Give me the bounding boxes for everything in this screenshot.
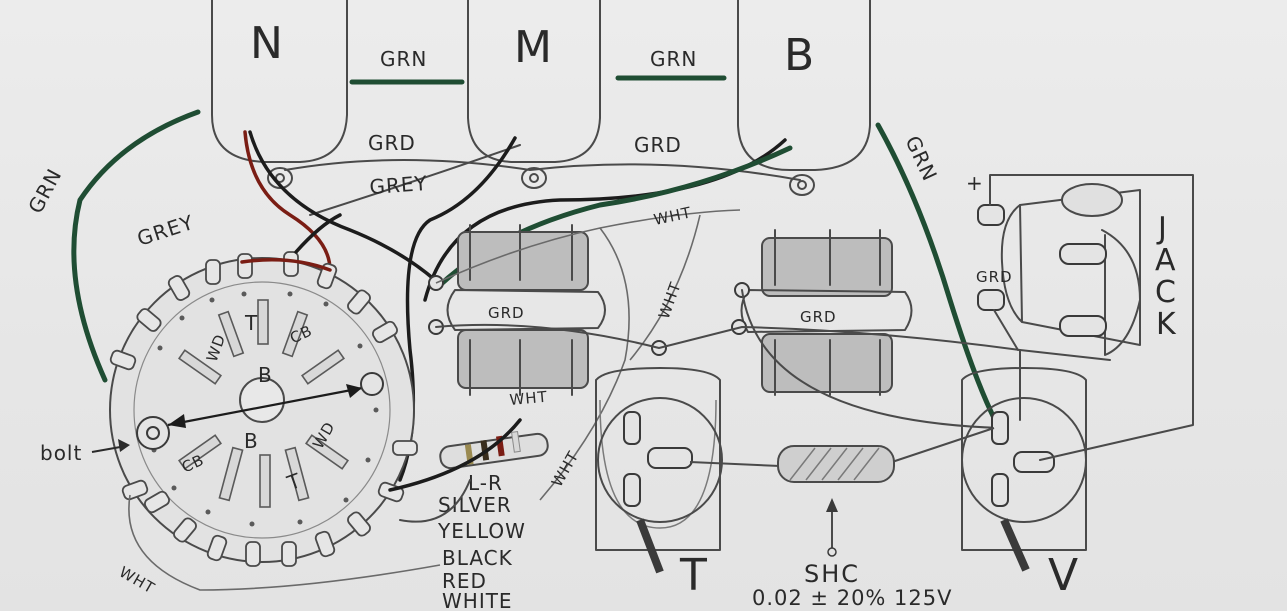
jack-plus: +	[966, 171, 984, 195]
resistor	[439, 430, 549, 470]
wht-label-bottom: WHT	[116, 563, 158, 598]
green-wire-right	[875, 122, 998, 423]
wht-label-vert: WHT	[655, 279, 685, 321]
switch-center-label: B	[258, 363, 273, 387]
svg-text:K: K	[1156, 307, 1177, 342]
rotary-switch[interactable]: B B WD T CB CB T WD	[109, 251, 418, 567]
white-wire-bottom	[128, 494, 441, 591]
grn-label-left: GRN	[23, 164, 66, 217]
black-wire-neck	[248, 130, 437, 282]
green-wire-left	[71, 109, 201, 383]
wht-label-upper: WHT	[652, 203, 693, 229]
pickup-lugs	[267, 167, 815, 196]
resistor-band-list: SILVER YELLOW BLACK RED WHITE	[437, 493, 526, 611]
grn-label-nm: GRN	[380, 47, 427, 71]
switch-lower-label: B	[244, 429, 259, 453]
red-wire-neck	[243, 130, 332, 272]
white-wire-upper	[435, 209, 741, 284]
svg-text:J: J	[1156, 211, 1167, 246]
switch-arrow	[167, 386, 363, 427]
ground-line-pots	[435, 323, 1021, 351]
pot-tone-label: T	[679, 550, 707, 601]
grey-wire-top	[309, 144, 521, 216]
grey-wire-switch-lower	[399, 479, 471, 523]
band-1: SILVER	[438, 493, 512, 517]
grey-label-top: GREY	[369, 171, 429, 199]
pot-tone[interactable]: T	[595, 367, 723, 601]
switch-hub	[239, 377, 285, 423]
svg-text:A: A	[1155, 243, 1176, 278]
red-jumper-switch	[240, 258, 332, 272]
black-wire-switch-lower	[388, 418, 522, 492]
jack-label: J A C K	[1155, 211, 1177, 342]
pot-volume[interactable]: V	[961, 367, 1087, 601]
grd-label-mb: GRD	[634, 133, 682, 157]
switch-t-upper: T	[244, 311, 258, 335]
pickup-middle: M	[467, 0, 601, 163]
grey-label-left: GREY	[134, 210, 197, 251]
ground-to-vol	[741, 289, 1001, 429]
bolt-label: bolt	[40, 441, 82, 465]
band-2: YELLOW	[437, 519, 526, 543]
capacitor	[689, 427, 995, 557]
pickup-middle-label: M	[514, 22, 552, 73]
wht-label-mid: WHT	[509, 388, 549, 409]
pickup-bridge-label: B	[784, 30, 814, 81]
grn-label-mb: GRN	[650, 47, 697, 71]
ground-bus	[284, 159, 801, 181]
band-3: BLACK	[442, 546, 513, 570]
capacitor-spec: 0.02 ± 20% 125V	[752, 586, 953, 610]
pot-volume-label: V	[1048, 550, 1078, 601]
wht-label-center: WHT	[548, 448, 583, 490]
pickup-neck: N	[211, 0, 348, 163]
white-wire-vert	[629, 214, 701, 361]
grd-label-jack: GRD	[976, 268, 1013, 286]
pickup-neck-label: N	[250, 18, 283, 69]
band-4: RED	[442, 569, 487, 593]
ground-jack-vol	[1019, 349, 1111, 421]
pickup-bridge: B	[737, 0, 871, 171]
coil-left	[446, 224, 606, 396]
grd-label-coil-left: GRD	[488, 304, 525, 322]
band-5: WHITE	[442, 589, 513, 611]
black-jumper-switch	[294, 213, 342, 254]
switch-bolt	[136, 416, 170, 450]
grd-label-coil-right: GRD	[800, 308, 837, 326]
output-jack[interactable]	[977, 174, 1194, 461]
grd-label-nm: GRD	[368, 131, 416, 155]
white-wire-center	[539, 227, 630, 501]
resistor-label: L-R	[468, 471, 503, 495]
capacitor-name: SHC	[804, 560, 860, 588]
svg-text:C: C	[1155, 275, 1176, 310]
